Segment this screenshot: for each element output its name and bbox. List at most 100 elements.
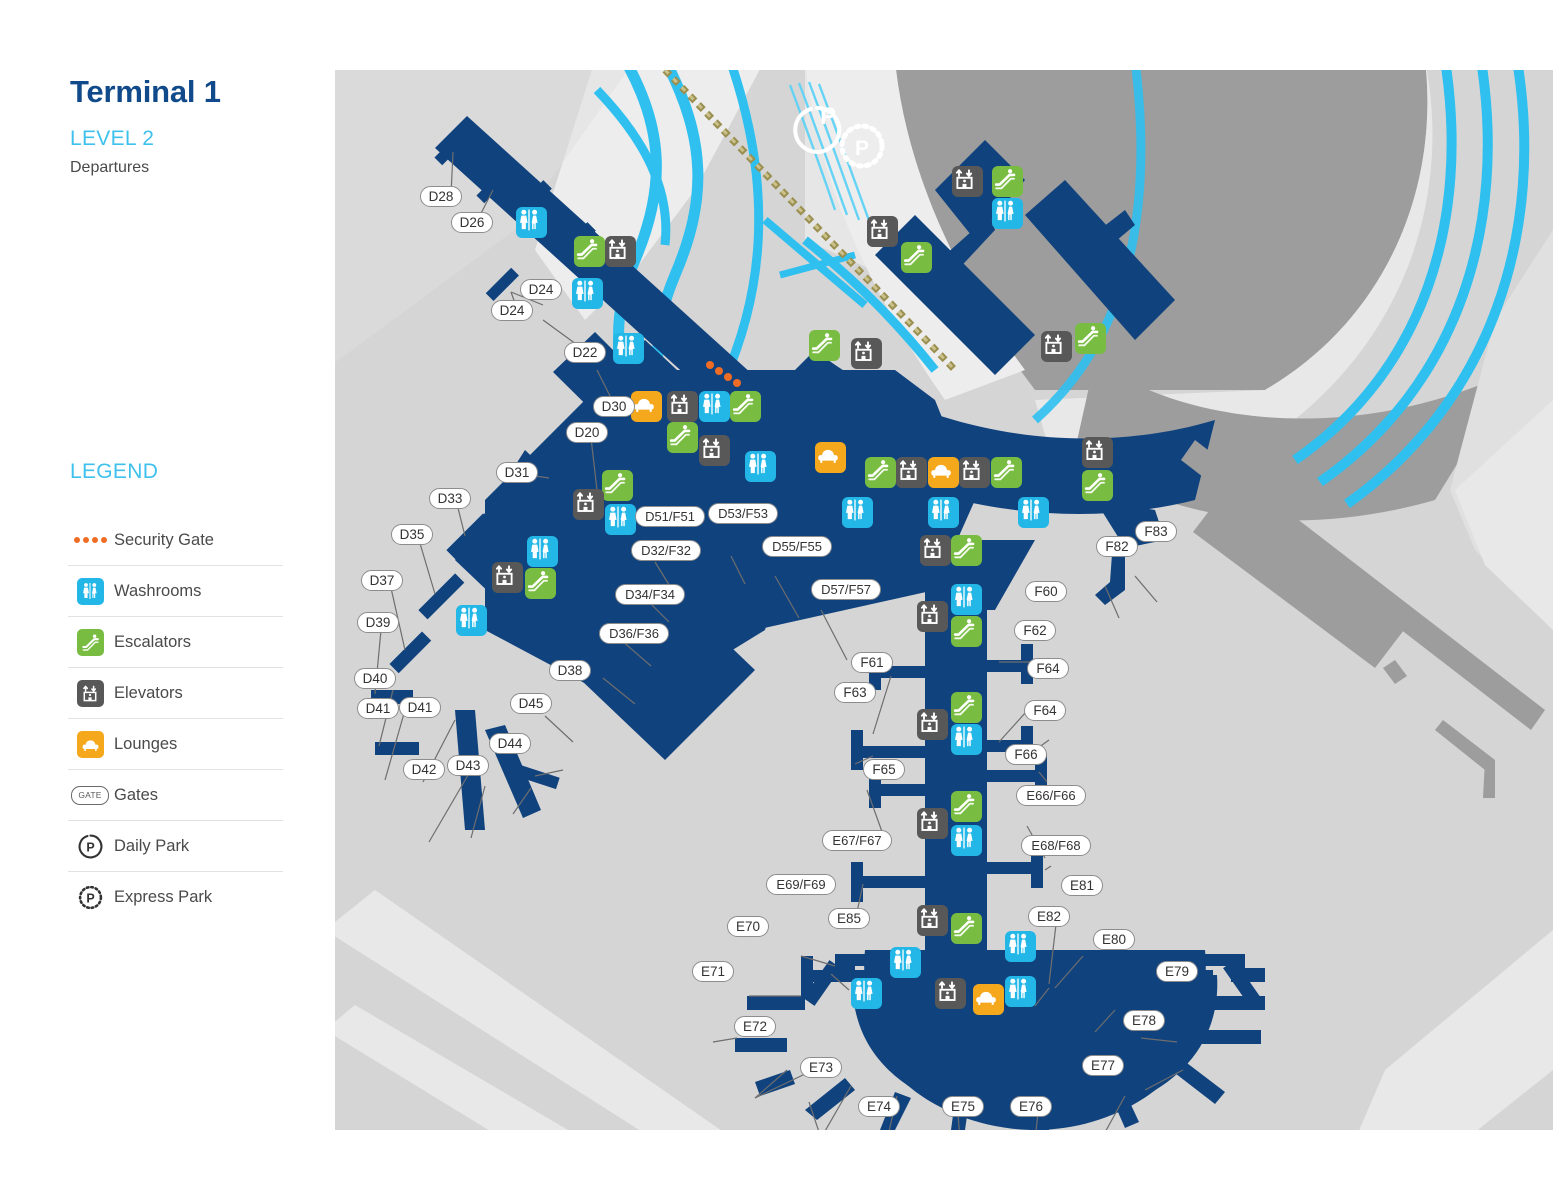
washrooms-icon[interactable]	[612, 332, 644, 364]
gate-label[interactable]: F64	[1024, 700, 1066, 721]
washrooms-icon[interactable]	[1004, 975, 1036, 1007]
elevators-icon[interactable]	[572, 488, 604, 520]
washrooms-icon[interactable]	[889, 946, 921, 978]
escalators-icon[interactable]	[573, 235, 605, 267]
gate-label[interactable]: E69/F69	[766, 874, 836, 895]
gate-label[interactable]: D24	[520, 279, 562, 300]
washrooms-icon[interactable]	[950, 723, 982, 755]
escalators-icon[interactable]	[601, 469, 633, 501]
gate-label[interactable]: E73	[800, 1057, 842, 1078]
terminal-map[interactable]: P P	[335, 70, 1553, 1130]
elevators-icon[interactable]	[666, 390, 698, 422]
escalators-icon[interactable]	[990, 456, 1022, 488]
gate-label[interactable]: E80	[1093, 929, 1135, 950]
gate-label[interactable]: F64	[1027, 658, 1069, 679]
gate-label[interactable]: D42	[403, 759, 445, 780]
gate-label[interactable]: D28	[420, 186, 462, 207]
washrooms-icon[interactable]	[950, 824, 982, 856]
gate-label[interactable]: E68/F68	[1021, 835, 1091, 856]
gate-label[interactable]: D31	[496, 462, 538, 483]
elevators-icon[interactable]	[1081, 436, 1113, 468]
escalators-icon[interactable]	[900, 241, 932, 273]
gate-label[interactable]: D38	[549, 660, 591, 681]
gate-label[interactable]: E82	[1028, 906, 1070, 927]
lounges-icon[interactable]	[972, 983, 1004, 1015]
washrooms-icon[interactable]	[526, 535, 558, 567]
escalators-icon[interactable]	[524, 567, 556, 599]
gate-label[interactable]: D51/F51	[635, 506, 705, 527]
gate-label[interactable]: F82	[1096, 536, 1138, 557]
escalators-icon[interactable]	[991, 165, 1023, 197]
gate-label[interactable]: F62	[1014, 620, 1056, 641]
gate-label[interactable]: E77	[1082, 1055, 1124, 1076]
gate-label[interactable]: D57/F57	[811, 579, 881, 600]
elevators-icon[interactable]	[916, 600, 948, 632]
elevators-icon[interactable]	[1040, 330, 1072, 362]
gate-label[interactable]: D34/F34	[615, 584, 685, 605]
gate-label[interactable]: D33	[429, 488, 471, 509]
gate-label[interactable]: D36/F36	[599, 623, 669, 644]
gate-label[interactable]: D41	[399, 697, 441, 718]
elevators-icon[interactable]	[895, 456, 927, 488]
elevators-icon[interactable]	[951, 165, 983, 197]
elevators-icon[interactable]	[916, 708, 948, 740]
elevators-icon[interactable]	[866, 215, 898, 247]
gate-label[interactable]: F65	[863, 759, 905, 780]
gate-label[interactable]: F66	[1005, 744, 1047, 765]
gate-label[interactable]: D41	[357, 698, 399, 719]
elevators-icon[interactable]	[850, 337, 882, 369]
escalators-icon[interactable]	[1074, 322, 1106, 354]
washrooms-icon[interactable]	[455, 604, 487, 636]
gate-label[interactable]: E74	[858, 1096, 900, 1117]
gate-label[interactable]: D45	[510, 693, 552, 714]
lounges-icon[interactable]	[630, 390, 662, 422]
escalators-icon[interactable]	[950, 534, 982, 566]
escalators-icon[interactable]	[950, 691, 982, 723]
washrooms-icon[interactable]	[850, 977, 882, 1009]
elevators-icon[interactable]	[491, 561, 523, 593]
gate-label[interactable]: D40	[354, 668, 396, 689]
lounges-icon[interactable]	[927, 456, 959, 488]
gate-label[interactable]: E79	[1156, 961, 1198, 982]
washrooms-icon[interactable]	[604, 503, 636, 535]
elevators-icon[interactable]	[919, 534, 951, 566]
escalators-icon[interactable]	[666, 421, 698, 453]
gate-label[interactable]: E75	[942, 1096, 984, 1117]
gate-label[interactable]: F60	[1025, 581, 1067, 602]
escalators-icon[interactable]	[729, 390, 761, 422]
gate-label[interactable]: F61	[851, 652, 893, 673]
gate-label[interactable]: F63	[834, 682, 876, 703]
elevators-icon[interactable]	[698, 434, 730, 466]
escalators-icon[interactable]	[950, 790, 982, 822]
washrooms-icon[interactable]	[1004, 930, 1036, 962]
washrooms-icon[interactable]	[950, 583, 982, 615]
gate-label[interactable]: E67/F67	[822, 830, 892, 851]
washrooms-icon[interactable]	[744, 450, 776, 482]
gate-label[interactable]: E81	[1061, 875, 1103, 896]
elevators-icon[interactable]	[916, 807, 948, 839]
washrooms-icon[interactable]	[698, 390, 730, 422]
gate-label[interactable]: F83	[1135, 521, 1177, 542]
gate-label[interactable]: E71	[692, 961, 734, 982]
gate-label[interactable]: E78	[1123, 1010, 1165, 1031]
escalators-icon[interactable]	[1081, 469, 1113, 501]
washrooms-icon[interactable]	[571, 277, 603, 309]
gate-label[interactable]: D26	[451, 212, 493, 233]
gate-label[interactable]: D37	[361, 570, 403, 591]
escalators-icon[interactable]	[950, 615, 982, 647]
escalators-icon[interactable]	[864, 456, 896, 488]
gate-label[interactable]: E66/F66	[1016, 785, 1086, 806]
washrooms-icon[interactable]	[991, 197, 1023, 229]
escalators-icon[interactable]	[808, 329, 840, 361]
gate-label[interactable]: D32/F32	[631, 540, 701, 561]
gate-label[interactable]: D55/F55	[762, 536, 832, 557]
elevators-icon[interactable]	[916, 904, 948, 936]
gate-label[interactable]: D44	[489, 733, 531, 754]
gate-label[interactable]: D39	[357, 612, 399, 633]
gate-label[interactable]: D20	[566, 422, 608, 443]
washrooms-icon[interactable]	[515, 206, 547, 238]
washrooms-icon[interactable]	[927, 496, 959, 528]
gate-label[interactable]: D30	[593, 396, 635, 417]
gate-label[interactable]: D35	[391, 524, 433, 545]
lounges-icon[interactable]	[814, 441, 846, 473]
